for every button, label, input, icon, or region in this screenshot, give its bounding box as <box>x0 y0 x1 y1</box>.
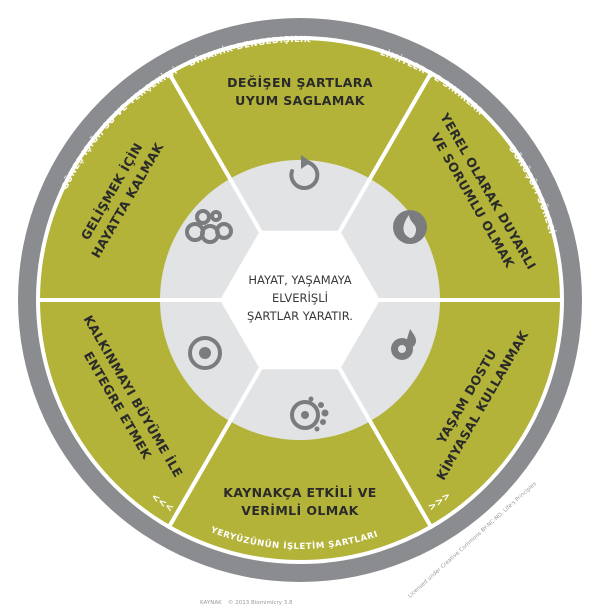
inner-spoke <box>334 177 372 239</box>
segment-label-adapt: DEĞİŞEN ŞARTLARA UYUM SAGLAMAK <box>227 75 373 108</box>
inner-spoke <box>228 361 266 423</box>
segment-label-resource-efficient-line2: VERİMLİ OLMAK <box>241 503 359 518</box>
segment-label-resource-efficient: KAYNAKÇA ETKİLİ VE VERİMLİ OLMAK <box>223 485 376 518</box>
bubbles-icon <box>185 209 233 244</box>
drop-icon <box>391 329 417 360</box>
inner-spokes <box>160 177 440 423</box>
center-line-1: HAYAT, YAŞAMAYA <box>248 273 351 287</box>
segment-label-resource-efficient-line1: KAYNAKÇA ETKİLİ VE <box>223 485 376 500</box>
center-line-2: ELVERİŞLİ <box>272 290 328 305</box>
center-line-3: ŞARTLAR YARATIR. <box>247 309 353 323</box>
dots-cluster-icon <box>290 396 329 432</box>
target-icon <box>188 336 222 370</box>
footer-source: KAYNAK <box>200 600 222 606</box>
refresh-icon <box>289 155 320 190</box>
segment-label-adapt-line2: UYUM SAGLAMAK <box>235 93 366 108</box>
flame-icon <box>393 210 427 244</box>
inner-spoke <box>228 177 266 239</box>
center-hexagon <box>220 230 380 370</box>
inner-spoke <box>334 361 372 423</box>
footer-credit: © 2013 Biomimicry 3.8 <box>228 599 293 606</box>
segment-label-adapt-line1: DEĞİŞEN ŞARTLARA <box>227 75 373 90</box>
